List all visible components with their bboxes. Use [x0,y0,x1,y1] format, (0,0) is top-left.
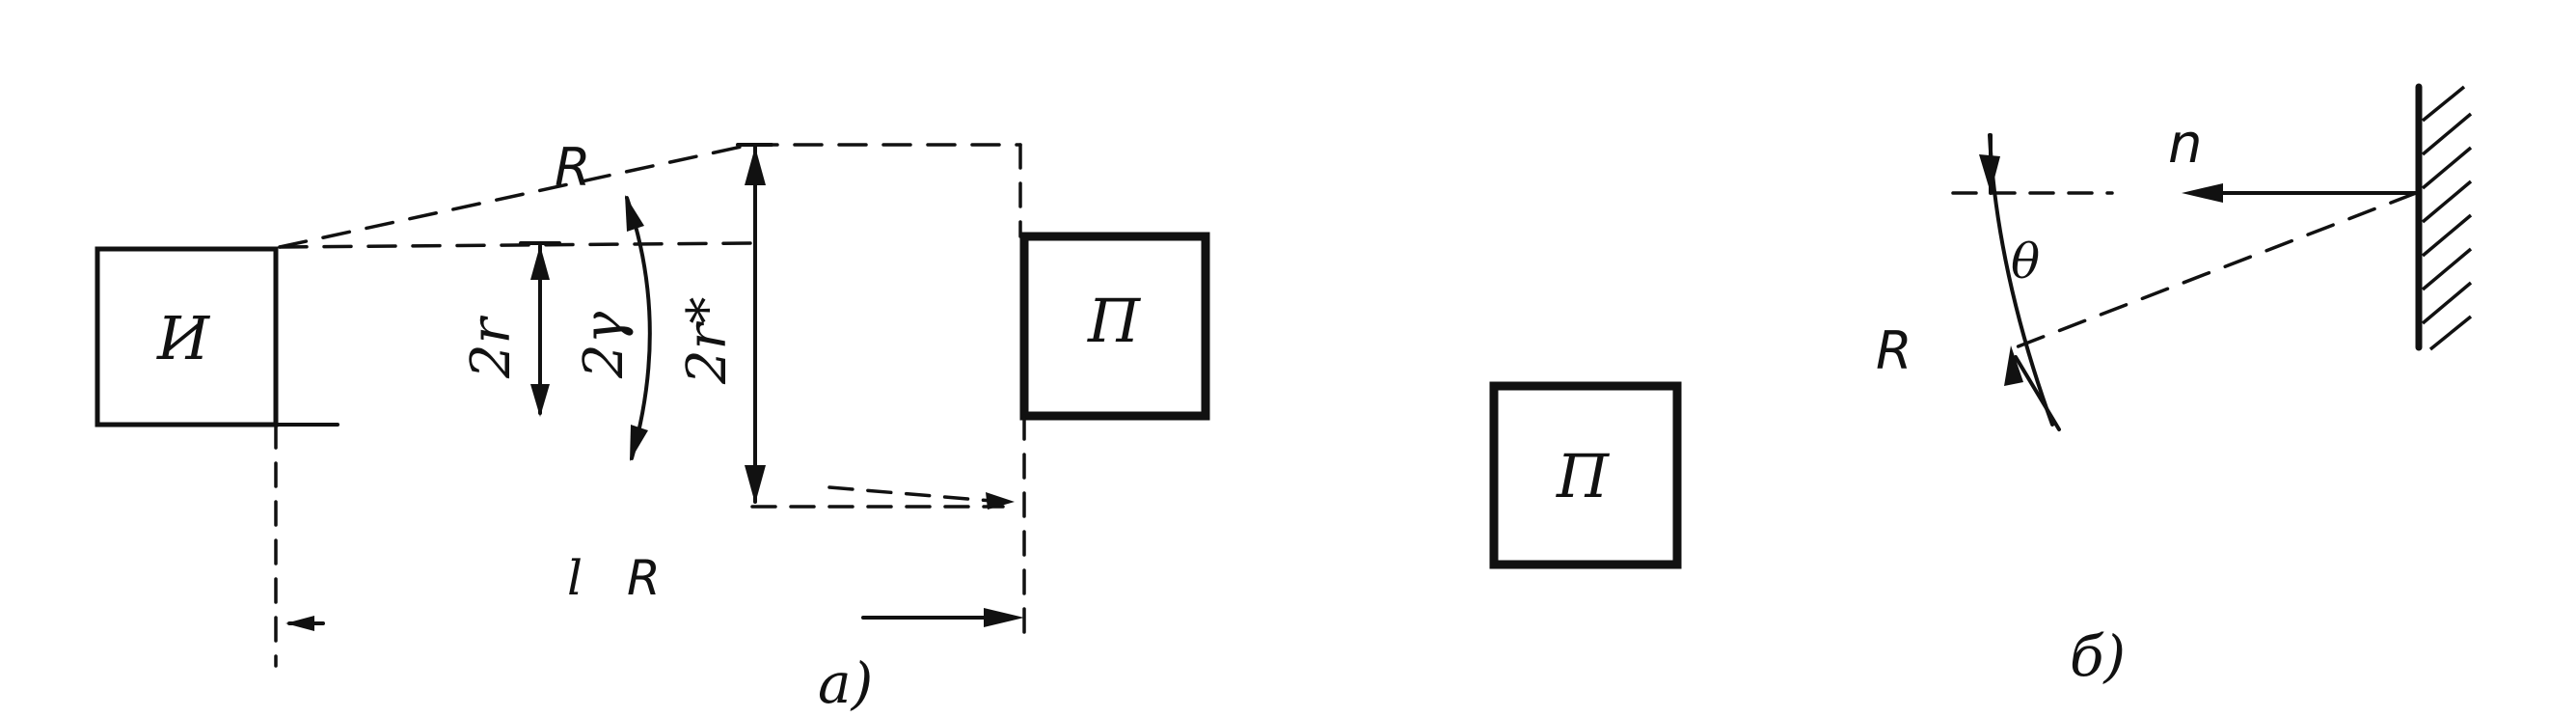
normal-label: n [2168,113,2203,176]
receiver-box-b-label: П [1556,441,1611,511]
dim-2rstar-label: 2r* [676,297,739,385]
dim-2rstar-arrow-bottom [745,465,766,504]
bottom-dashed-line-b [827,485,1005,504]
dim-2gamma-label: 2γ [573,311,636,379]
top-R-label: R [555,137,591,198]
source-tick-arrowhead [285,616,314,631]
figure-a: И П R 2r 2γ 2r* [95,137,1210,716]
bottom-R-label: R [627,550,661,606]
normal-arrowhead [2182,183,2223,203]
dim-2gamma-arc [625,196,652,460]
dim-2r-arrow-top [530,245,550,280]
dim-2gamma-arrow-top [625,195,644,232]
receiver-box-b [1489,381,1682,569]
angle-theta-label: θ [2011,234,2040,290]
ray-R-label: R [1876,320,1912,381]
ray-R-line [2014,355,2061,431]
receiver-box-a-label: П [1087,286,1142,356]
theta-arc-arrow-bottom [2004,345,2023,386]
receiver-box-a [1019,232,1210,421]
oblique-dashed-line [2014,191,2418,349]
dim-2rstar-arrow-top [745,147,766,185]
ray-lower [278,241,754,249]
bottom-arrow-head [984,608,1024,627]
figure-b-caption: б) [2070,623,2126,689]
dim-2r-arrow-bottom [530,384,550,417]
bottom-dashed-arrowhead [986,492,1015,510]
source-box [95,246,279,427]
ray-upper [278,143,752,249]
figure-b: П n θ R б) [1489,83,2473,689]
bottom-l-label: l [567,550,583,606]
figure-a-caption: a) [818,650,873,716]
dim-2gamma-arrow-bottom [630,425,648,461]
dim-2r-label: 2r [460,315,523,379]
source-box-label: И [156,303,211,373]
wall-hatching [2421,85,2473,351]
